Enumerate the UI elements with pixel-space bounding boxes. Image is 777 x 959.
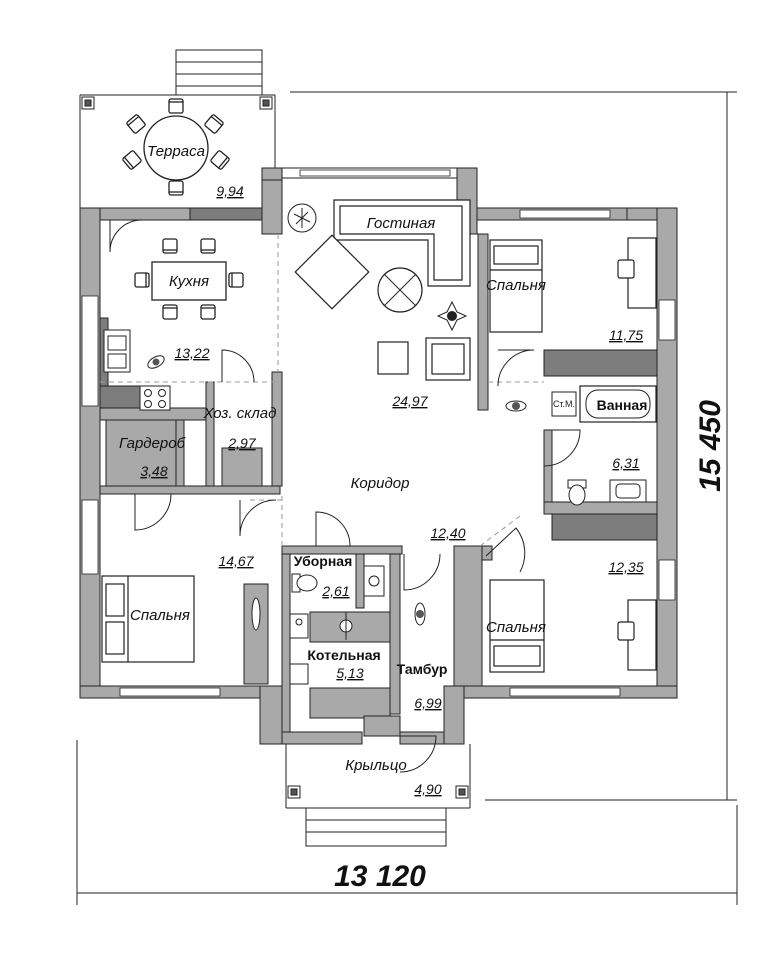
chair-icon [168, 180, 184, 196]
terrace-steps [175, 49, 263, 96]
chair-icon [425, 337, 471, 381]
terrace-outline [79, 94, 276, 208]
room-name-bedroom-sw: Спальня [130, 607, 190, 624]
living-furniture [287, 199, 471, 381]
table-icon [377, 267, 423, 313]
room-area-porch: 4,90 [414, 781, 441, 797]
room-area-bedroom-se: 12,35 [608, 559, 643, 575]
room-name-wardrobe: Гардероб [119, 435, 186, 452]
room-area-terrace: 9,94 [216, 183, 243, 199]
room-area-corridor: 12,40 [430, 525, 465, 541]
boiler-icon [289, 612, 353, 640]
windows [81, 169, 676, 697]
plant-icon [251, 597, 261, 631]
chair-icon [200, 238, 216, 254]
sink-icon [363, 565, 385, 597]
room-area-bedroom-ne: 11,75 [609, 327, 643, 343]
terrace-posts [81, 96, 273, 110]
chair-icon [377, 341, 409, 375]
room-name-porch: Крыльцо [345, 757, 407, 774]
chair-icon [162, 304, 178, 320]
bed-icon [101, 575, 195, 663]
room-area-living: 24,97 [391, 393, 428, 409]
room-name-terrace: Терраса [147, 143, 205, 160]
appliance-icon [289, 663, 309, 685]
bathtub-icon [579, 385, 657, 423]
person-icon [147, 355, 165, 369]
porch-outline [285, 744, 471, 809]
sofa-icon [333, 199, 471, 287]
table-icon [143, 115, 209, 181]
room-name-corridor: Коридор [351, 475, 410, 492]
room-name-bedroom-se: Спальня [486, 619, 546, 636]
toilet-icon [291, 573, 318, 593]
room-area-storage: 2,97 [227, 435, 256, 451]
chair-icon [162, 238, 178, 254]
person-icon [414, 602, 426, 626]
room-name-toilet: Уборная [294, 553, 353, 569]
chair-icon [134, 272, 150, 288]
stove-icon [139, 385, 171, 411]
room-area-bathroom: 6,31 [612, 455, 639, 471]
desk-icon [617, 599, 657, 671]
table-icon [151, 261, 227, 301]
doors [109, 219, 581, 773]
chair-icon [200, 304, 216, 320]
room-name-kitchen: Кухня [169, 273, 209, 290]
room-name-storage: Хоз. склад [203, 405, 277, 422]
bed-icon [489, 579, 545, 673]
room-name-bathroom: Ванная [597, 397, 648, 413]
room-name-vestibule: Тамбур [397, 661, 448, 677]
room-area-vestibule: 6,99 [414, 695, 441, 711]
chair-icon [203, 113, 225, 135]
washer-label: Ст.М. [553, 399, 575, 409]
chair-icon [168, 98, 184, 114]
chair-icon [228, 272, 244, 288]
room-area-toilet: 2,61 [321, 583, 349, 599]
chair-icon [121, 149, 143, 171]
porch-steps [305, 807, 447, 847]
terrace-table [121, 98, 231, 196]
toilet-icon [567, 479, 587, 506]
interior-walls [99, 233, 658, 737]
washer-icon: Ст.М. [551, 391, 577, 417]
chair-icon [125, 113, 147, 135]
room-name-boiler: Котельная [307, 647, 380, 663]
chair-icon [209, 149, 231, 171]
plant-icon [287, 203, 317, 233]
room-area-boiler: 5,13 [336, 665, 363, 681]
width-dimension-label: 13 120 [334, 860, 426, 893]
room-area-wardrobe: 3,48 [140, 463, 167, 479]
room-area-kitchen: 13,22 [174, 345, 209, 361]
room-name-bedroom-ne: Спальня [486, 277, 546, 294]
bed-icon [489, 239, 543, 333]
dimension-lines [76, 91, 738, 905]
sink-icon [609, 479, 647, 503]
room-name-living: Гостиная [367, 215, 436, 232]
kitchen-furniture [134, 238, 244, 320]
room-area-bedroom-sw: 14,67 [218, 553, 254, 569]
dashed-openings [100, 234, 544, 547]
porch-posts [287, 785, 469, 799]
person-icon [505, 400, 527, 412]
desk-icon [617, 237, 657, 309]
plant-icon [436, 300, 468, 332]
table-icon [294, 234, 370, 310]
height-dimension-label: 15 450 [694, 400, 727, 492]
sink-icon [103, 329, 131, 373]
